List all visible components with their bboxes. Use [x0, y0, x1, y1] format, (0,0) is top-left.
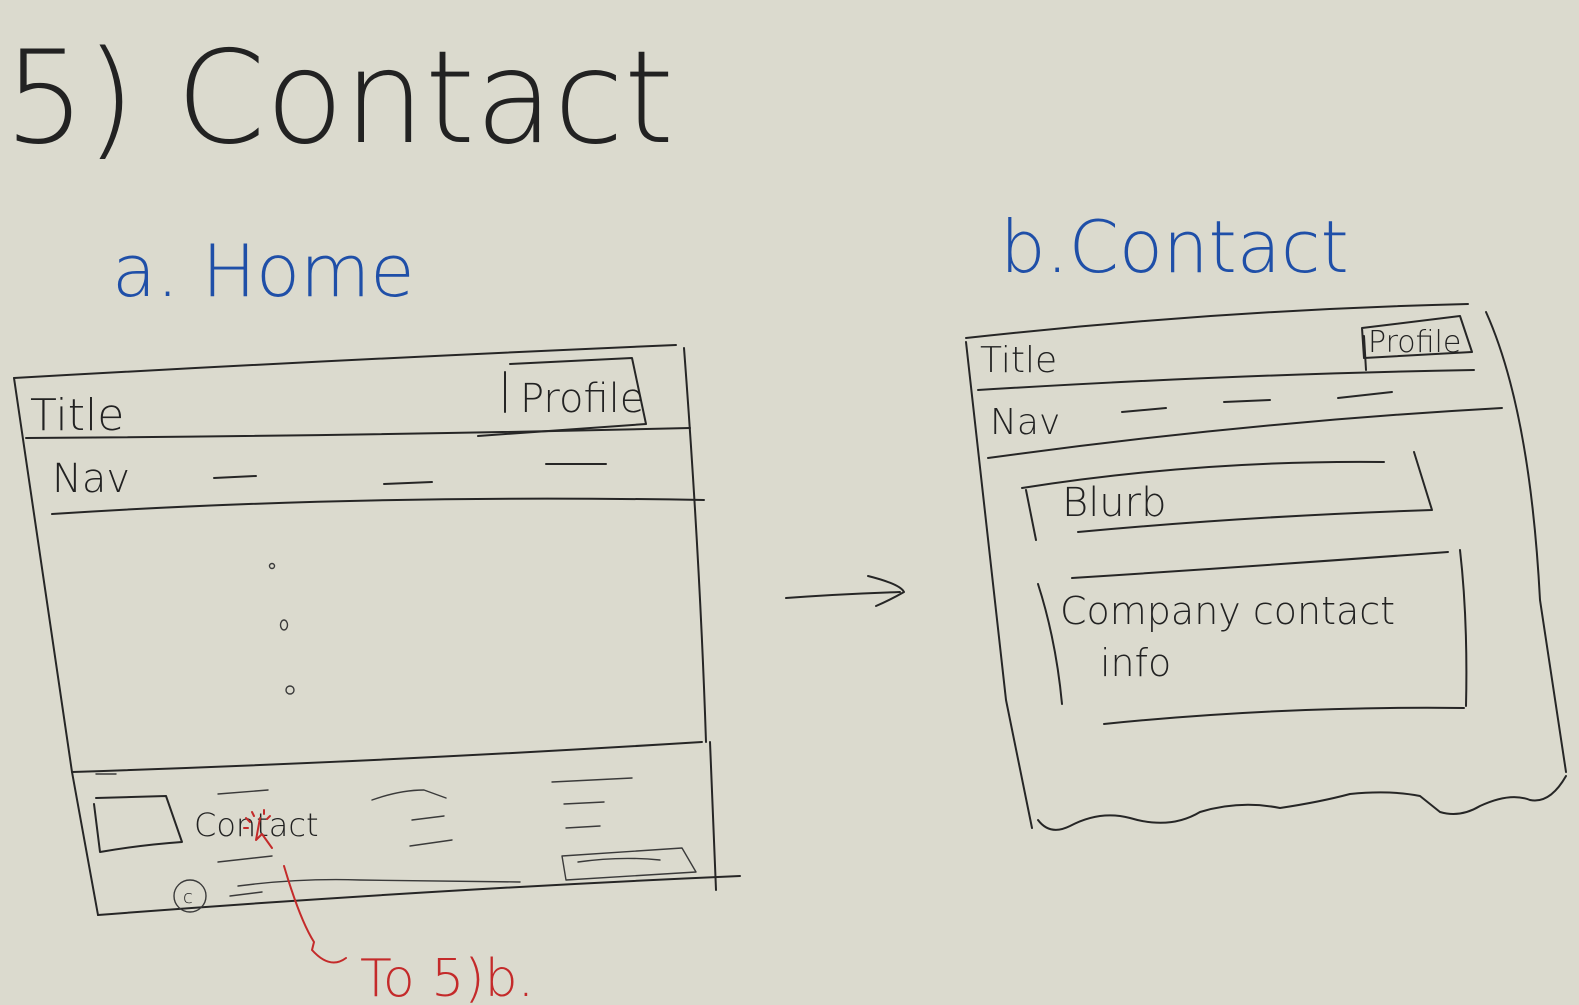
home-nav-divider: [51, 497, 705, 515]
home-frame-left: [13, 377, 99, 916]
home-content-ellipsis: [268, 562, 295, 695]
contact-sketch-label: b.Contact: [1000, 205, 1349, 289]
home-nav-item-1: [213, 475, 257, 479]
contact-info-line-2: info: [1100, 641, 1171, 685]
contact-frame-top: [965, 303, 1469, 339]
contact-frame-bottom-wavy: [1037, 775, 1567, 831]
transition-arrow-icon: [785, 575, 905, 607]
contact-blurb-label: Blurb: [1062, 480, 1167, 526]
contact-profile-label: Profile: [1368, 325, 1461, 360]
contact-nav-divider: [987, 407, 1503, 459]
transition-annotation: To 5)b.: [360, 949, 534, 1005]
home-frame-right-footer: [709, 741, 717, 891]
contact-nav-label: Nav: [990, 402, 1060, 443]
contact-header-divider: [977, 369, 1475, 391]
page-title: 5) Contact: [4, 24, 674, 173]
click-cursor-icon: [243, 809, 273, 849]
home-frame-bottom: [97, 875, 741, 916]
home-footer-text-lines: [217, 777, 633, 897]
page-title-group: 5) Contact: [4, 24, 674, 173]
home-nav-item-2: [383, 481, 433, 485]
home-header-title: Title: [30, 390, 124, 441]
contact-profile-button[interactable]: Profile: [1361, 315, 1473, 371]
contact-nav-item-3: [1337, 391, 1393, 399]
home-profile-button[interactable]: Profile: [477, 357, 647, 437]
home-nav-label: Nav: [52, 456, 130, 502]
home-footer-button[interactable]: [561, 847, 697, 881]
contact-wireframe: Title Profile Nav Blurb Company contact …: [965, 303, 1567, 831]
home-profile-label: Profile: [520, 376, 644, 422]
contact-nav-item-2: [1223, 399, 1271, 403]
contact-nav-item-1: [1121, 407, 1167, 413]
contact-blurb-box: Blurb: [1021, 451, 1433, 541]
home-frame-top: [13, 344, 677, 379]
home-sketch-label: a. Home: [112, 229, 415, 313]
home-footer-copyright: c: [173, 879, 207, 913]
home-footer-divider: [71, 741, 703, 773]
contact-frame-right: [1485, 311, 1567, 773]
home-footer-copyright-symbol: c: [183, 887, 193, 908]
contact-frame-left: [965, 341, 1033, 829]
home-frame-right: [683, 347, 707, 743]
home-footer-logo-box: [93, 795, 183, 853]
home-wireframe: Title Profile Nav Contact: [13, 344, 741, 1005]
contact-info-box: Company contact info: [1037, 549, 1468, 725]
contact-info-line-1: Company contact: [1060, 589, 1395, 633]
home-header-divider: [25, 427, 691, 439]
contact-header-title: Title: [980, 340, 1057, 381]
annotation-arrow: [283, 865, 347, 964]
